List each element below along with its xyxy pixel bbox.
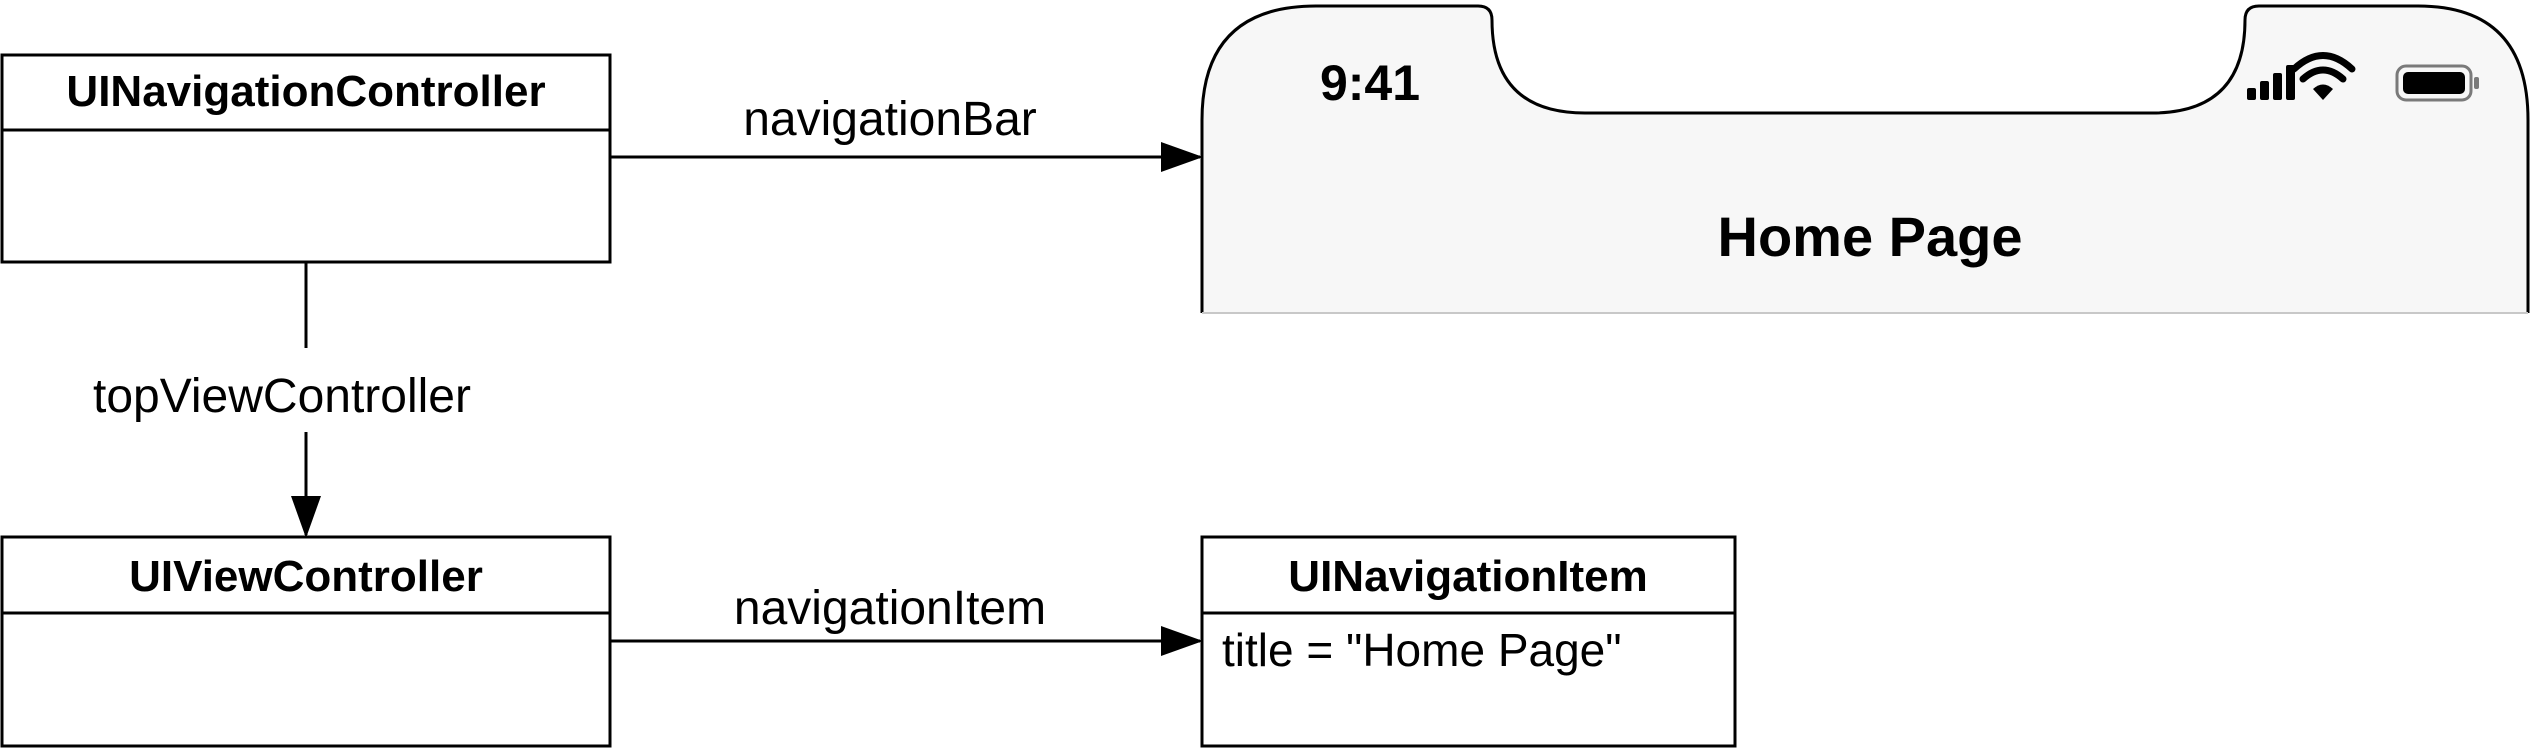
navigation-bar-edge: navigationBar — [610, 93, 1203, 172]
phone-outline-stroke — [1200, 4, 2530, 313]
top-view-controller-label: topViewController — [93, 370, 471, 423]
navigation-item-title-attribute: title = "Home Page" — [1222, 624, 1622, 676]
navigation-bar-label: navigationBar — [743, 93, 1037, 146]
battery-icon — [2395, 64, 2479, 102]
uinavigationitem-box: UINavigationItem title = "Home Page" — [1200, 535, 1737, 748]
navigation-item-label: navigationItem — [734, 582, 1046, 635]
uiviewcontroller-box: UIViewController — [0, 535, 612, 748]
phone-outline — [1202, 6, 2528, 313]
wifi-icon — [2290, 52, 2356, 100]
top-view-controller-edge: topViewController — [93, 262, 471, 538]
cellular-signal-icon — [2247, 65, 2295, 100]
navigation-item-edge: navigationItem — [610, 582, 1203, 656]
status-bar-time: 9:41 — [1320, 55, 1420, 111]
uinavigationcontroller-title: UINavigationController — [66, 67, 545, 116]
uinavigationcontroller-box: UINavigationController — [0, 53, 612, 264]
uinavigationitem-title: UINavigationItem — [1288, 552, 1647, 601]
uiviewcontroller-title: UIViewController — [129, 552, 483, 601]
phone-navigation-bar: 9:41 Home Page — [1200, 4, 2530, 314]
nav-bar-title: Home Page — [1718, 205, 2023, 268]
